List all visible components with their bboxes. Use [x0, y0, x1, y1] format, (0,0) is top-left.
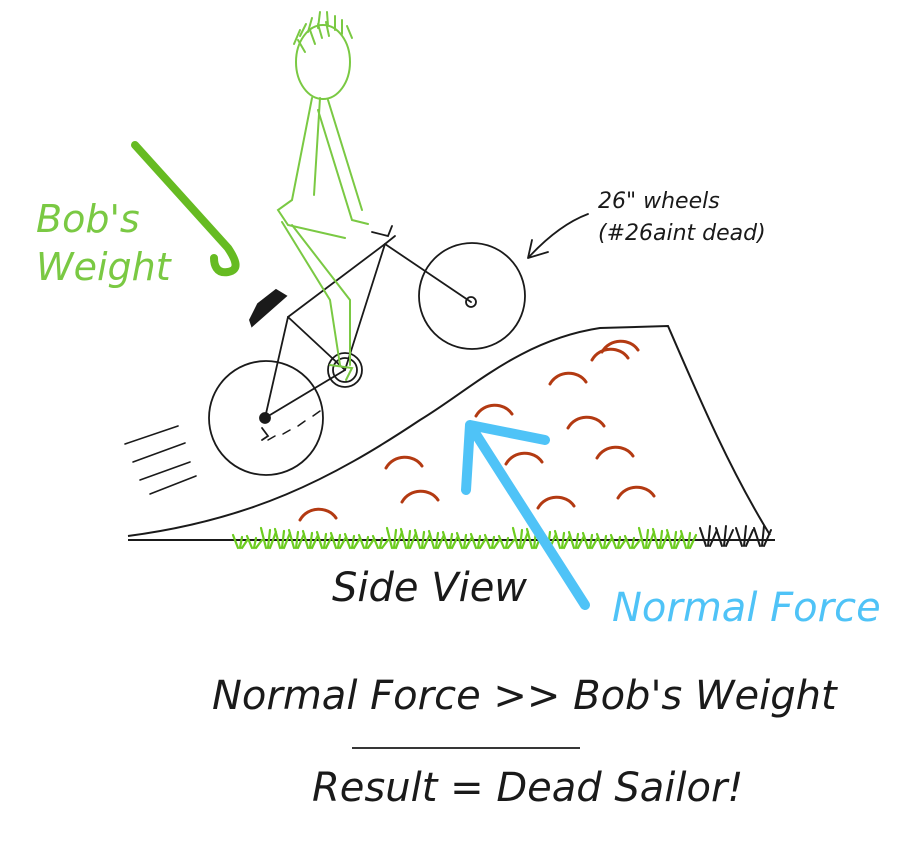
- grass-tuft: [609, 533, 628, 550]
- wheels-note-line2: (#26aint dead): [598, 220, 766, 246]
- dirt-bump: [566, 415, 606, 430]
- dirt-bump: [474, 403, 514, 418]
- grass-tuft: [357, 533, 376, 550]
- dirt-bump: [536, 495, 576, 510]
- grass-tuft: [455, 531, 474, 550]
- dirt-bump: [600, 339, 640, 354]
- grass-tuft: [259, 526, 278, 550]
- grass-tuft: [371, 534, 390, 550]
- dirt-bump: [590, 347, 630, 362]
- grass-tuft: [497, 534, 516, 550]
- grass-tuft: [651, 527, 670, 550]
- normal-force-label: Normal Force: [612, 585, 881, 631]
- seat: [249, 288, 288, 328]
- grass-tuft: [581, 531, 600, 550]
- dirt-bump: [504, 451, 544, 466]
- grass-tuft: [287, 528, 306, 550]
- grass-tuft: [385, 526, 404, 550]
- front-hub: [465, 296, 477, 308]
- weight-label: Bob's Weight: [36, 196, 171, 291]
- grass-tuft: [329, 531, 348, 550]
- rider-hair: [293, 11, 353, 53]
- weight-label-line2: Weight: [36, 244, 171, 289]
- normal-force-arrow: [461, 420, 590, 610]
- grass-tuft: [427, 529, 446, 550]
- grass-tuft: [301, 529, 320, 550]
- speed-lines: [124, 425, 197, 495]
- rider-head: [295, 24, 351, 100]
- dirt-bump: [548, 371, 588, 386]
- result-text: Result = Dead Sailor!: [312, 765, 744, 811]
- wheel-note-arrow: [527, 213, 589, 259]
- wheels-note-line1: 26" wheels: [598, 189, 720, 214]
- grass-tuft: [413, 528, 432, 550]
- comparison-text: Normal Force >> Bob's Weight: [212, 673, 837, 719]
- grass-tuft: [315, 530, 334, 550]
- crank-inner: [332, 357, 358, 383]
- grass-dark-tufts: [699, 525, 772, 547]
- wheels-note: 26" wheels (#26aint dead): [598, 186, 766, 250]
- grass-tuft-dark: [753, 525, 772, 547]
- rider-bob: [276, 11, 369, 381]
- weight-arrow: [131, 141, 240, 277]
- dirt-bumps: [298, 339, 656, 522]
- grass-tuft: [665, 528, 684, 550]
- grass-tuft-dark: [715, 525, 734, 547]
- grass-tuft: [553, 529, 572, 550]
- grass-tuft: [469, 532, 488, 550]
- grass-tuft: [483, 533, 502, 550]
- weight-label-line1: Bob's: [36, 197, 140, 241]
- side-view-label: Side View: [332, 565, 528, 611]
- grass-tuft: [623, 534, 642, 550]
- grass-tuft: [567, 530, 586, 550]
- dirt-bump: [400, 489, 440, 504]
- grass-tuft: [595, 532, 614, 550]
- grass-strip: [231, 526, 698, 550]
- grass-tuft: [511, 526, 530, 550]
- grass-tuft: [231, 533, 250, 550]
- grass-tuft: [637, 526, 656, 550]
- crank: [327, 352, 363, 388]
- grass-tuft-dark: [699, 525, 718, 547]
- grass-tuft: [399, 527, 418, 550]
- grass-tuft: [245, 534, 264, 550]
- front-wheel: [418, 242, 526, 350]
- dirt-bump: [616, 485, 656, 500]
- dirt-bump: [595, 445, 635, 460]
- dirt-bump: [384, 455, 424, 470]
- grass-tuft: [441, 530, 460, 550]
- grass-tuft: [679, 529, 698, 550]
- grass-tuft-dark: [735, 525, 754, 547]
- ramp-outline: [127, 324, 771, 537]
- grass-tuft: [273, 527, 292, 550]
- grass-tuft: [343, 532, 362, 550]
- rear-wheel: [208, 360, 324, 476]
- bicycle: [208, 225, 526, 476]
- dirt-bump: [298, 507, 338, 522]
